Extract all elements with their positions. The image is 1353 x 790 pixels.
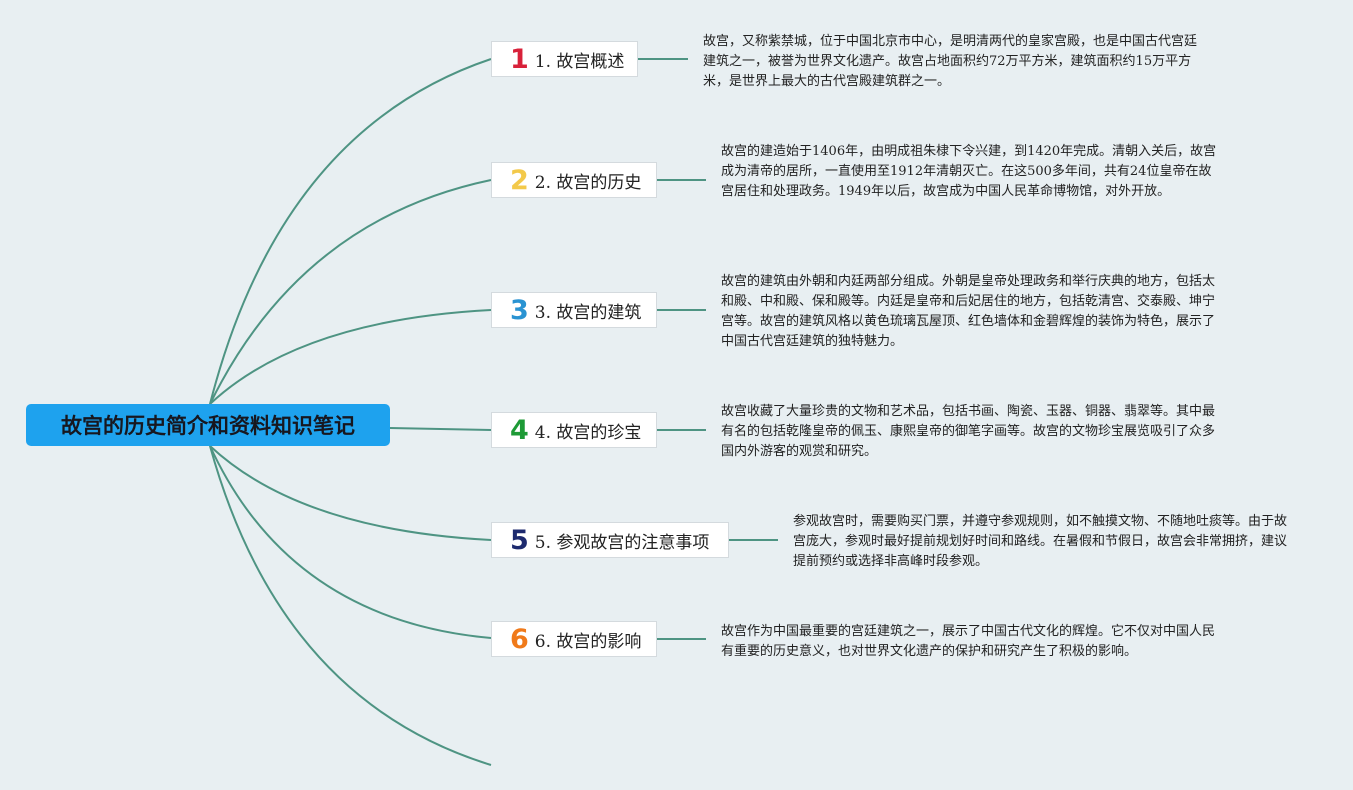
topic-overview[interactable]: 1 1. 故宫概述 [491,41,638,77]
number-6-icon: 6 [510,623,529,655]
number-3-icon: 3 [510,294,529,326]
topic-label: 5. 参观故宫的注意事项 [534,532,710,553]
note-overview: 故宫，又称紫禁城，位于中国北京市中心，是明清两代的皇家宫殿，也是中国古代宫廷建筑… [703,34,1198,89]
topic-label: 4. 故宫的珍宝 [534,422,642,443]
branch-line-5 [209,445,492,541]
note-influence: 故宫作为中国最重要的宫廷建筑之一，展示了中国古代文化的辉煌。它不仅对中国人民有重… [721,624,1216,659]
branch-line-3 [209,309,492,405]
number-5-icon: 5 [510,524,529,556]
topic-architecture[interactable]: 3 3. 故宫的建筑 [491,292,657,328]
root-title: 故宫的历史简介和资料知识笔记 [61,414,355,438]
topic-label: 3. 故宫的建筑 [534,302,642,323]
branch-line-7 [209,445,492,766]
branch-line-4 [389,427,492,431]
note-treasures: 故宫收藏了大量珍贵的文物和艺术品，包括书画、陶瓷、玉器、铜器、翡翠等。其中最有名… [721,404,1216,459]
topic-influence[interactable]: 6 6. 故宫的影响 [491,621,657,657]
topic-history[interactable]: 2 2. 故宫的历史 [491,162,657,198]
branch-line-6 [209,445,492,639]
note-visiting-notes: 参观故宫时，需要购买门票，并遵守参观规则，如不触摸文物、不随地吐痰等。由于故宫庞… [793,514,1288,569]
number-2-icon: 2 [510,164,529,196]
branch-line-2 [209,179,492,405]
note-architecture: 故宫的建筑由外朝和内廷两部分组成。外朝是皇帝处理政务和举行庆典的地方，包括太和殿… [721,274,1216,349]
topic-label: 6. 故宫的影响 [534,631,642,652]
topic-label: 1. 故宫概述 [534,51,625,72]
number-4-icon: 4 [510,414,529,446]
note-history: 故宫的建造始于1406年，由明成祖朱棣下令兴建，到1420年完成。清朝入关后，故… [721,144,1217,199]
root-topic[interactable]: 故宫的历史简介和资料知识笔记 [26,404,390,446]
topic-label: 2. 故宫的历史 [534,172,642,193]
number-1-icon: 1 [510,43,529,75]
topic-visiting-notes[interactable]: 5 5. 参观故宫的注意事项 [491,522,729,558]
topic-treasures[interactable]: 4 4. 故宫的珍宝 [491,412,657,448]
branch-line-1 [209,58,492,405]
